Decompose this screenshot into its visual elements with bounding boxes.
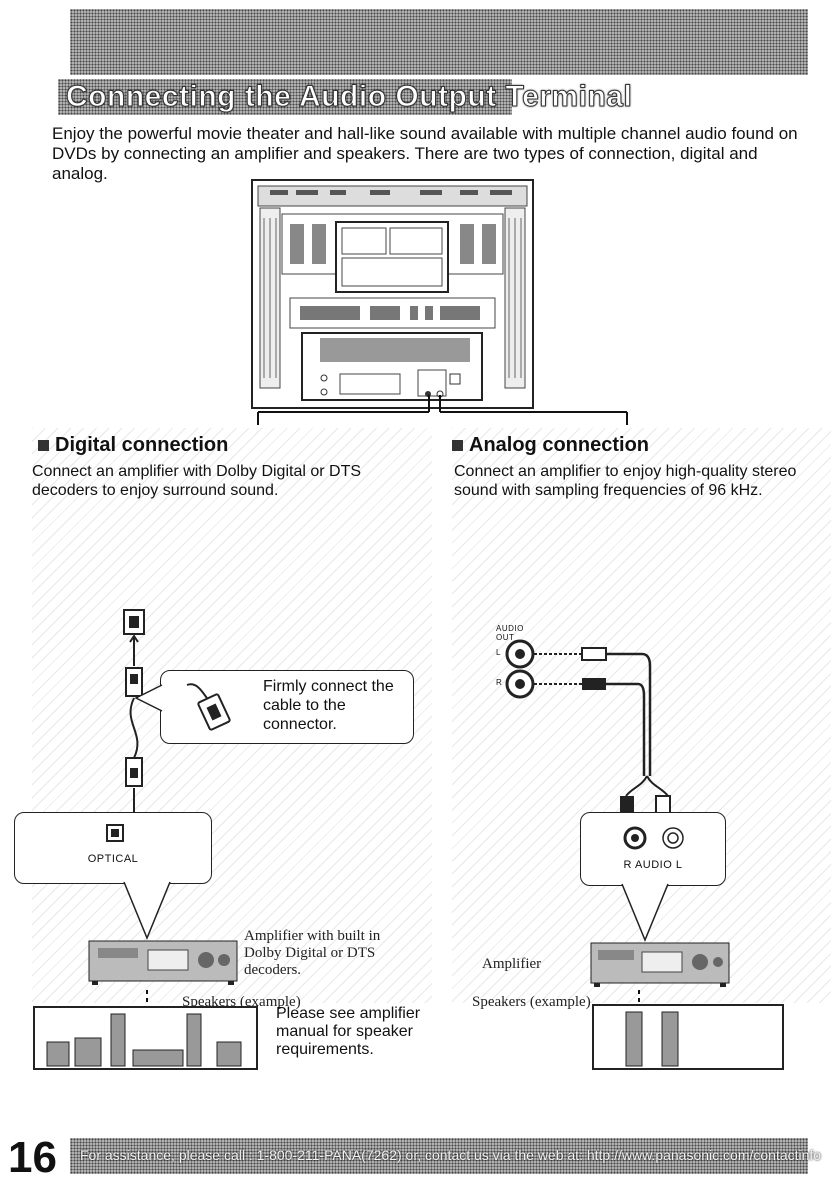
optical-input-box: OPTICAL [14,812,212,884]
amplifier-note: Amplifier with built in Dolby Digital or… [244,928,381,978]
analog-speakers-note: Speakers (example) [472,994,591,1010]
bullet-square-icon [452,440,463,451]
optical-port-icon [106,824,124,842]
connect-callout: Firmly connect the cable to the connecto… [160,670,414,744]
analog-heading: Analog connection [452,434,649,457]
optical-label: OPTICAL [87,853,139,865]
jack-r-label: R [496,678,503,687]
optical-cable-icon [123,609,145,813]
page-number: 16 [8,1133,57,1182]
intro-text: Enjoy the powerful movie theater and hal… [52,124,798,183]
callout-pointer [134,684,163,712]
analog-description: Connect an amplifier to enjoy high-quali… [454,463,797,499]
bullet-square-icon [38,440,49,451]
speaker-set-icon [33,1006,258,1070]
jack-l-label: L [496,648,501,657]
amplifier-icon [88,940,238,985]
footer-banner: For assistance, please call : 1-800-211-… [70,1138,821,1174]
callout-text: Firmly connect the cable to the connecto… [263,678,394,733]
box-pointer-down [123,881,171,940]
box-pointer-down [621,883,669,942]
assistance-text: For assistance, please call : 1-800-211-… [80,1147,822,1163]
digital-connection-panel: Digital connection Connect an amplifier … [14,428,432,1020]
audio-out-label: AUDIO OUT [496,624,524,642]
analog-input-box: R AUDIO L [580,812,726,886]
plug-closeup-icon [186,683,231,731]
digital-heading: Digital connection [38,434,228,457]
title-banner: Connecting the Audio Output Terminal [58,79,632,115]
manual-note: Please see amplifier manual for speaker … [276,1005,421,1058]
header-band [70,9,808,75]
rca-input-jacks-icon [623,826,684,850]
amplifier-icon [590,942,730,987]
analog-input-label: R AUDIO L [623,859,683,871]
page-title: Connecting the Audio Output Terminal [65,80,633,114]
digital-description: Connect an amplifier with Dolby Digital … [32,463,362,499]
analog-connection-panel: Analog connection Connect an amplifier t… [452,428,831,1020]
tv-rear-illustration [251,179,534,409]
analog-amplifier-note: Amplifier [482,956,542,972]
stereo-speakers-icon [592,1004,784,1070]
rca-cable-icon [505,639,669,797]
